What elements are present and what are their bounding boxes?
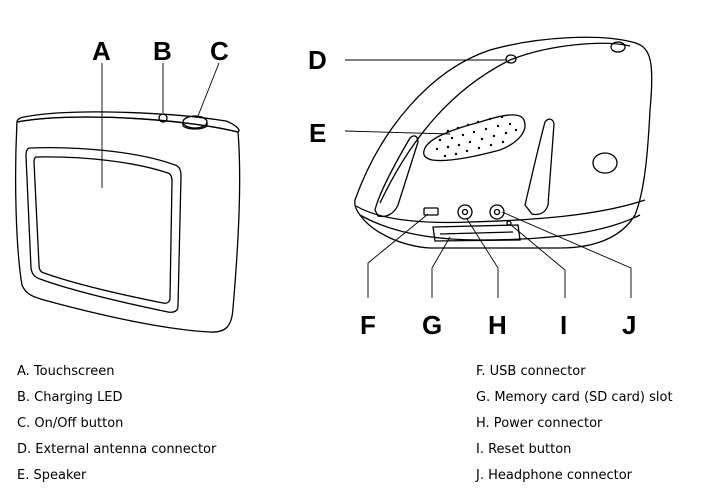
legend-item: J. Headphone connector xyxy=(476,468,633,483)
callout-c: C xyxy=(210,36,229,66)
leader-h xyxy=(466,218,499,298)
reset-button xyxy=(506,220,512,226)
callout-g: G xyxy=(422,310,442,340)
bottom-view xyxy=(344,36,653,298)
legend-item: C. On/Off button xyxy=(17,416,124,431)
speaker-holes xyxy=(435,115,518,158)
legend-item: G. Memory card (SD card) slot xyxy=(476,390,673,405)
front-view xyxy=(14,62,241,333)
power-connector xyxy=(457,204,473,220)
charging-led xyxy=(158,113,168,123)
on-off-button xyxy=(182,115,208,129)
callout-j: J xyxy=(622,310,636,340)
leader-g xyxy=(431,236,451,298)
legend-item: H. Power connector xyxy=(476,416,603,431)
headphone-connector xyxy=(489,204,505,220)
callout-b: B xyxy=(153,36,172,66)
speaker-grille xyxy=(423,114,526,162)
screen-bezel xyxy=(25,146,182,313)
device-body xyxy=(14,116,241,333)
device-diagram: A B C D E F G H I J xyxy=(14,36,653,340)
legend-item: A. Touchscreen xyxy=(17,364,115,379)
device-top-surface xyxy=(16,111,240,133)
callout-f: F xyxy=(360,310,376,340)
legend-item: B. Charging LED xyxy=(17,390,123,405)
legend-item: E. Speaker xyxy=(17,468,87,483)
leader-f xyxy=(367,213,429,298)
leader-e xyxy=(344,130,451,135)
right-stand xyxy=(524,118,555,216)
legend-item: D. External antenna connector xyxy=(17,442,217,457)
leader-c xyxy=(197,62,220,117)
callout-h: H xyxy=(488,310,507,340)
external-antenna-connector xyxy=(505,54,517,64)
touchscreen xyxy=(33,156,173,304)
sd-card-slot xyxy=(432,224,521,242)
callout-i: I xyxy=(560,310,567,340)
legend-item: I. Reset button xyxy=(476,442,572,457)
usb-connector xyxy=(423,207,439,216)
side-hole xyxy=(592,152,618,174)
leader-i xyxy=(510,224,566,298)
top-hole xyxy=(610,41,626,53)
left-stand xyxy=(374,135,419,218)
callout-a: A xyxy=(92,36,111,66)
leader-j xyxy=(501,211,632,298)
device-shell xyxy=(354,36,653,249)
legend-item: F. USB connector xyxy=(476,364,586,379)
callout-e: E xyxy=(309,118,326,148)
callout-d: D xyxy=(308,45,327,75)
